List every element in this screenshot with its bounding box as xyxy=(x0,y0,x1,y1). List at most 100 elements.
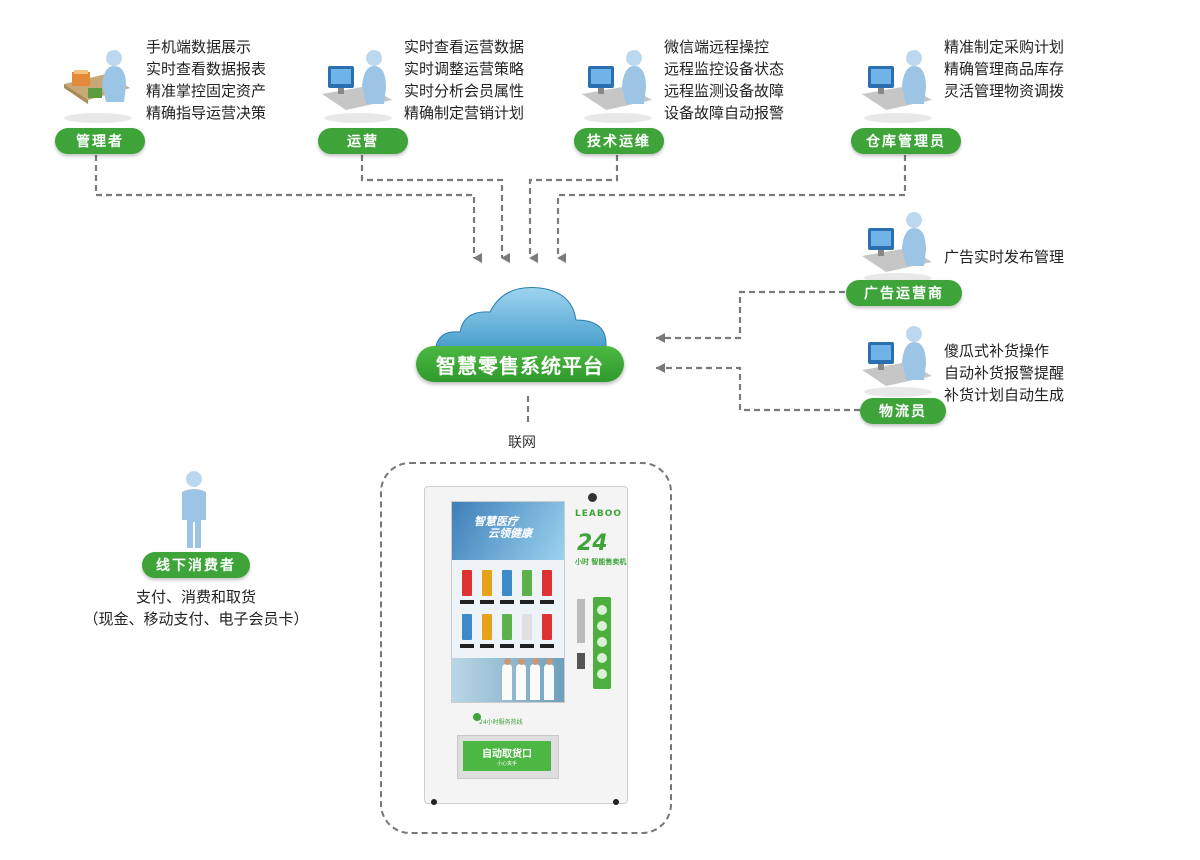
badge-logistics: 物流员 xyxy=(860,398,946,424)
product-item xyxy=(522,614,532,640)
operations-line-1: 实时查看运营数据 xyxy=(404,38,525,56)
price-tag xyxy=(480,644,494,648)
consumer-line-2: （现金、移动支付、电子会员卡） xyxy=(83,610,309,628)
warehouse-description: 精准制定采购计划 精确管理商品库存 灵活管理物资调拨 xyxy=(944,36,1064,102)
consumer-description: 支付、消费和取货 （现金、移动支付、电子会员卡） xyxy=(80,586,312,630)
screen-banner: 智慧医疗 云领健康 xyxy=(452,502,564,560)
manager-line-4: 精确指导运营决策 xyxy=(146,104,267,122)
tech-line-1: 微信端远程操控 xyxy=(664,38,770,56)
network-label: 联网 xyxy=(508,435,536,451)
operations-line-2: 实时调整运营策略 xyxy=(404,60,525,78)
price-tag xyxy=(460,644,474,648)
badge-manager: 管理者 xyxy=(55,128,145,154)
machine-foot xyxy=(431,799,437,805)
connector-manager xyxy=(94,155,482,263)
brand-logo: LEABOO xyxy=(575,509,623,519)
player-figure xyxy=(530,658,540,700)
vending-machine-frame xyxy=(380,462,672,834)
connector-advertiser xyxy=(656,290,845,343)
manager-line-3: 精准掌控固定资产 xyxy=(146,82,267,100)
banner-line-2: 云领健康 xyxy=(488,527,532,540)
price-tag xyxy=(540,600,554,604)
machine-subtitle: 小时 智能售卖机 xyxy=(575,558,627,566)
product-item xyxy=(502,614,512,640)
payment-strip xyxy=(593,597,611,689)
badge-consumer: 线下消费者 xyxy=(142,552,250,578)
logistics-line-3: 补货计划自动生成 xyxy=(944,386,1065,404)
vending-machine: 智慧医疗 云领健康 LEABOO 24 小时 智能 xyxy=(424,486,628,805)
payment-panel xyxy=(577,599,585,643)
pickup-label: 自动取货口 xyxy=(482,749,532,760)
price-tag xyxy=(520,644,534,648)
connector-operations xyxy=(360,155,510,263)
price-tag xyxy=(500,644,514,648)
computer-worker-icon xyxy=(322,50,392,123)
product-item xyxy=(462,614,472,640)
camera-icon xyxy=(588,493,597,502)
product-item xyxy=(502,570,512,596)
connector-logistics xyxy=(656,363,860,412)
badge-tech: 技术运维 xyxy=(574,128,664,154)
badge-advertiser: 广告运营商 xyxy=(846,280,962,306)
player-figure xyxy=(516,658,526,700)
advertiser-description: 广告实时发布管理 xyxy=(944,246,1064,268)
price-tag xyxy=(540,644,554,648)
price-tag xyxy=(520,600,534,604)
standing-person-icon xyxy=(182,471,206,548)
vending-machine-screen: 智慧医疗 云领健康 xyxy=(451,501,565,703)
operations-line-3: 实时分析会员属性 xyxy=(404,82,525,100)
player-figure xyxy=(544,658,554,700)
tech-description: 微信端远程操控 远程监控设备状态 远程监测设备故障 设备故障自动报警 xyxy=(664,36,784,124)
connector-warehouse xyxy=(556,155,907,263)
manager-line-2: 实时查看数据报表 xyxy=(146,60,267,78)
tech-line-4: 设备故障自动报警 xyxy=(664,104,785,122)
computer-worker-icon xyxy=(862,50,932,123)
badge-operations: 运营 xyxy=(318,128,408,154)
payment-icon xyxy=(597,605,607,615)
product-item xyxy=(542,570,552,596)
tech-line-2: 远程监控设备状态 xyxy=(664,60,785,78)
desk-worker-icon xyxy=(64,50,132,123)
logistics-description: 傻瓜式补货操作 自动补货报警提醒 补货计划自动生成 xyxy=(944,340,1064,406)
hours-label: 24 xyxy=(577,531,608,556)
warehouse-line-3: 灵活管理物资调拨 xyxy=(944,82,1065,100)
computer-worker-icon xyxy=(582,50,652,123)
product-item xyxy=(482,570,492,596)
payment-icon xyxy=(597,653,607,663)
advertiser-line-1: 广告实时发布管理 xyxy=(944,248,1065,266)
screen-photo xyxy=(452,658,564,702)
cash-slot xyxy=(577,653,585,669)
payment-icon xyxy=(597,637,607,647)
pickup-sub: 小心夹手 xyxy=(496,761,517,767)
payment-icon xyxy=(597,621,607,631)
product-item xyxy=(462,570,472,596)
tech-line-3: 远程监测设备故障 xyxy=(664,82,785,100)
operations-line-4: 精确制定营销计划 xyxy=(404,104,525,122)
platform-label: 智慧零售系统平台 xyxy=(416,346,624,382)
computer-worker-icon xyxy=(862,326,932,397)
warehouse-line-1: 精准制定采购计划 xyxy=(944,38,1065,56)
hotline-icon xyxy=(473,713,481,721)
price-tag xyxy=(480,600,494,604)
pickup-port: 自动取货口 小心夹手 xyxy=(463,741,551,771)
badge-warehouse: 仓库管理员 xyxy=(851,128,961,154)
price-tag xyxy=(500,600,514,604)
computer-worker-icon xyxy=(862,212,932,283)
machine-foot xyxy=(613,799,619,805)
logistics-line-1: 傻瓜式补货操作 xyxy=(944,342,1050,360)
consumer-line-1: 支付、消费和取货 xyxy=(135,588,256,606)
operations-description: 实时查看运营数据 实时调整运营策略 实时分析会员属性 精确制定营销计划 xyxy=(404,36,524,124)
player-figure xyxy=(502,658,512,700)
product-item xyxy=(542,614,552,640)
connector-tech xyxy=(528,155,619,263)
banner-line-1: 智慧医疗 xyxy=(474,515,518,528)
manager-description: 手机端数据展示 实时查看数据报表 精准掌控固定资产 精确指导运营决策 xyxy=(146,36,266,124)
price-tag xyxy=(460,600,474,604)
manager-line-1: 手机端数据展示 xyxy=(146,38,252,56)
payment-icon xyxy=(597,669,607,679)
banner-text: 智慧医疗 云领健康 xyxy=(474,516,532,540)
logistics-line-2: 自动补货报警提醒 xyxy=(944,364,1065,382)
product-item xyxy=(522,570,532,596)
hotline-text: 24小时服务热线 xyxy=(479,719,523,726)
